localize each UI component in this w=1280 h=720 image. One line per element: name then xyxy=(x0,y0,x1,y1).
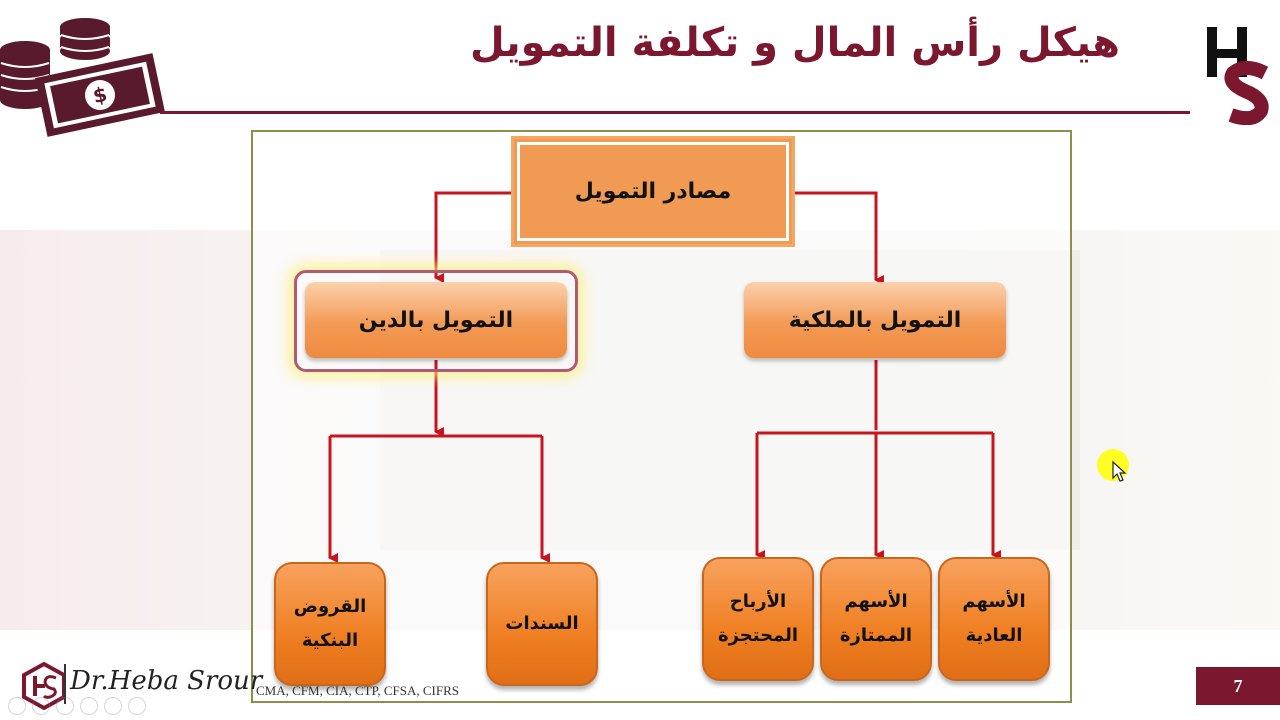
leaf-preferred-stock-line1: الأسهم xyxy=(844,590,908,612)
hs-logo xyxy=(1207,27,1269,125)
leaf-bank-loans-line1: القروض xyxy=(293,595,367,617)
page-title: هيكل رأس المال و تكلفة التمويل xyxy=(469,20,1120,66)
leaf-preferred-stock: الأسهم الممتازة xyxy=(820,557,932,681)
leaf-retained-earnings-line1: الأرباح xyxy=(729,590,787,612)
footer-credentials: CMA, CFM, CIA, CTP, CFSA, CIFRS xyxy=(256,683,460,698)
leaf-bonds-line1: السندات xyxy=(505,612,579,634)
leaf-common-stock: الأسهم العادية xyxy=(938,557,1050,681)
leaf-bonds: السندات xyxy=(486,562,598,686)
leaf-bank-loans-line2: البنكية xyxy=(301,630,359,651)
svg-text:$: $ xyxy=(91,82,110,108)
leaf-bank-loans: القروض البنكية xyxy=(274,562,386,686)
zoom-icon[interactable] xyxy=(104,697,122,715)
mouse-pointer-icon xyxy=(1097,449,1129,482)
slides-icon[interactable] xyxy=(80,697,98,715)
leaf-common-stock-line1: الأسهم xyxy=(962,590,1026,612)
node-debt-financing: التمويل بالدين xyxy=(305,282,567,358)
prev-slide-icon[interactable] xyxy=(8,697,26,715)
debt-highlight-frame xyxy=(294,270,578,372)
next-slide-icon[interactable] xyxy=(32,697,50,715)
pen-icon[interactable] xyxy=(56,697,74,715)
footer-divider xyxy=(64,664,66,704)
leaf-preferred-stock-line2: الممتازة xyxy=(839,625,913,646)
money-stack-icon: $ xyxy=(0,18,165,137)
slide-toolbar[interactable] xyxy=(8,697,146,715)
footer-author-name: Dr.Heba Srour xyxy=(70,666,263,696)
page-number-badge: 7 xyxy=(1196,667,1280,705)
title-underline xyxy=(160,111,1190,114)
leaf-retained-earnings: الأرباح المحتجزة xyxy=(702,557,814,681)
root-node-financing-sources: مصادر التمويل xyxy=(511,136,795,247)
leaf-retained-earnings-line2: المحتجزة xyxy=(717,625,799,646)
leaf-common-stock-line2: العادية xyxy=(965,625,1023,646)
more-options-icon[interactable] xyxy=(128,697,146,715)
node-equity-financing: التمويل بالملكية xyxy=(744,282,1006,358)
